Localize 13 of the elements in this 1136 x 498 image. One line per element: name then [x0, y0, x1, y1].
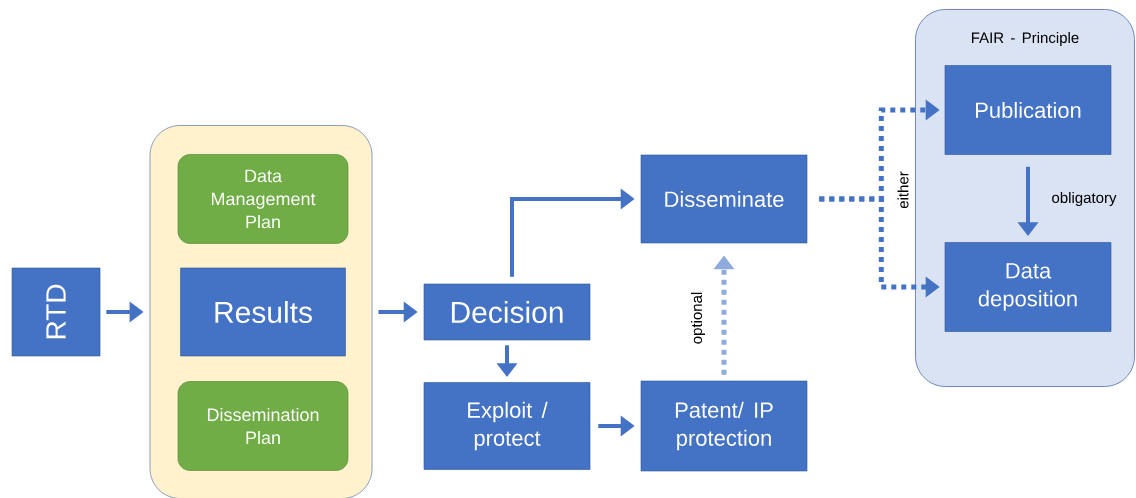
- process-box: Patent/ IP protection: [640, 380, 808, 472]
- process-box: Data deposition: [944, 242, 1112, 332]
- plan-box: Dissemination Plan: [177, 381, 349, 471]
- process-box: Exploit / protect: [423, 382, 591, 470]
- process-box: Publication: [944, 65, 1112, 155]
- process-box: Decision: [423, 283, 591, 341]
- plan-box: Data Management Plan: [177, 154, 349, 244]
- process-box: RTD: [11, 267, 101, 357]
- edge-label: obligatory: [1052, 192, 1117, 206]
- edge-label: either: [897, 171, 909, 209]
- process-box: Disseminate: [640, 154, 808, 244]
- process-box: Results: [180, 267, 346, 357]
- edge-label: optional: [691, 292, 705, 344]
